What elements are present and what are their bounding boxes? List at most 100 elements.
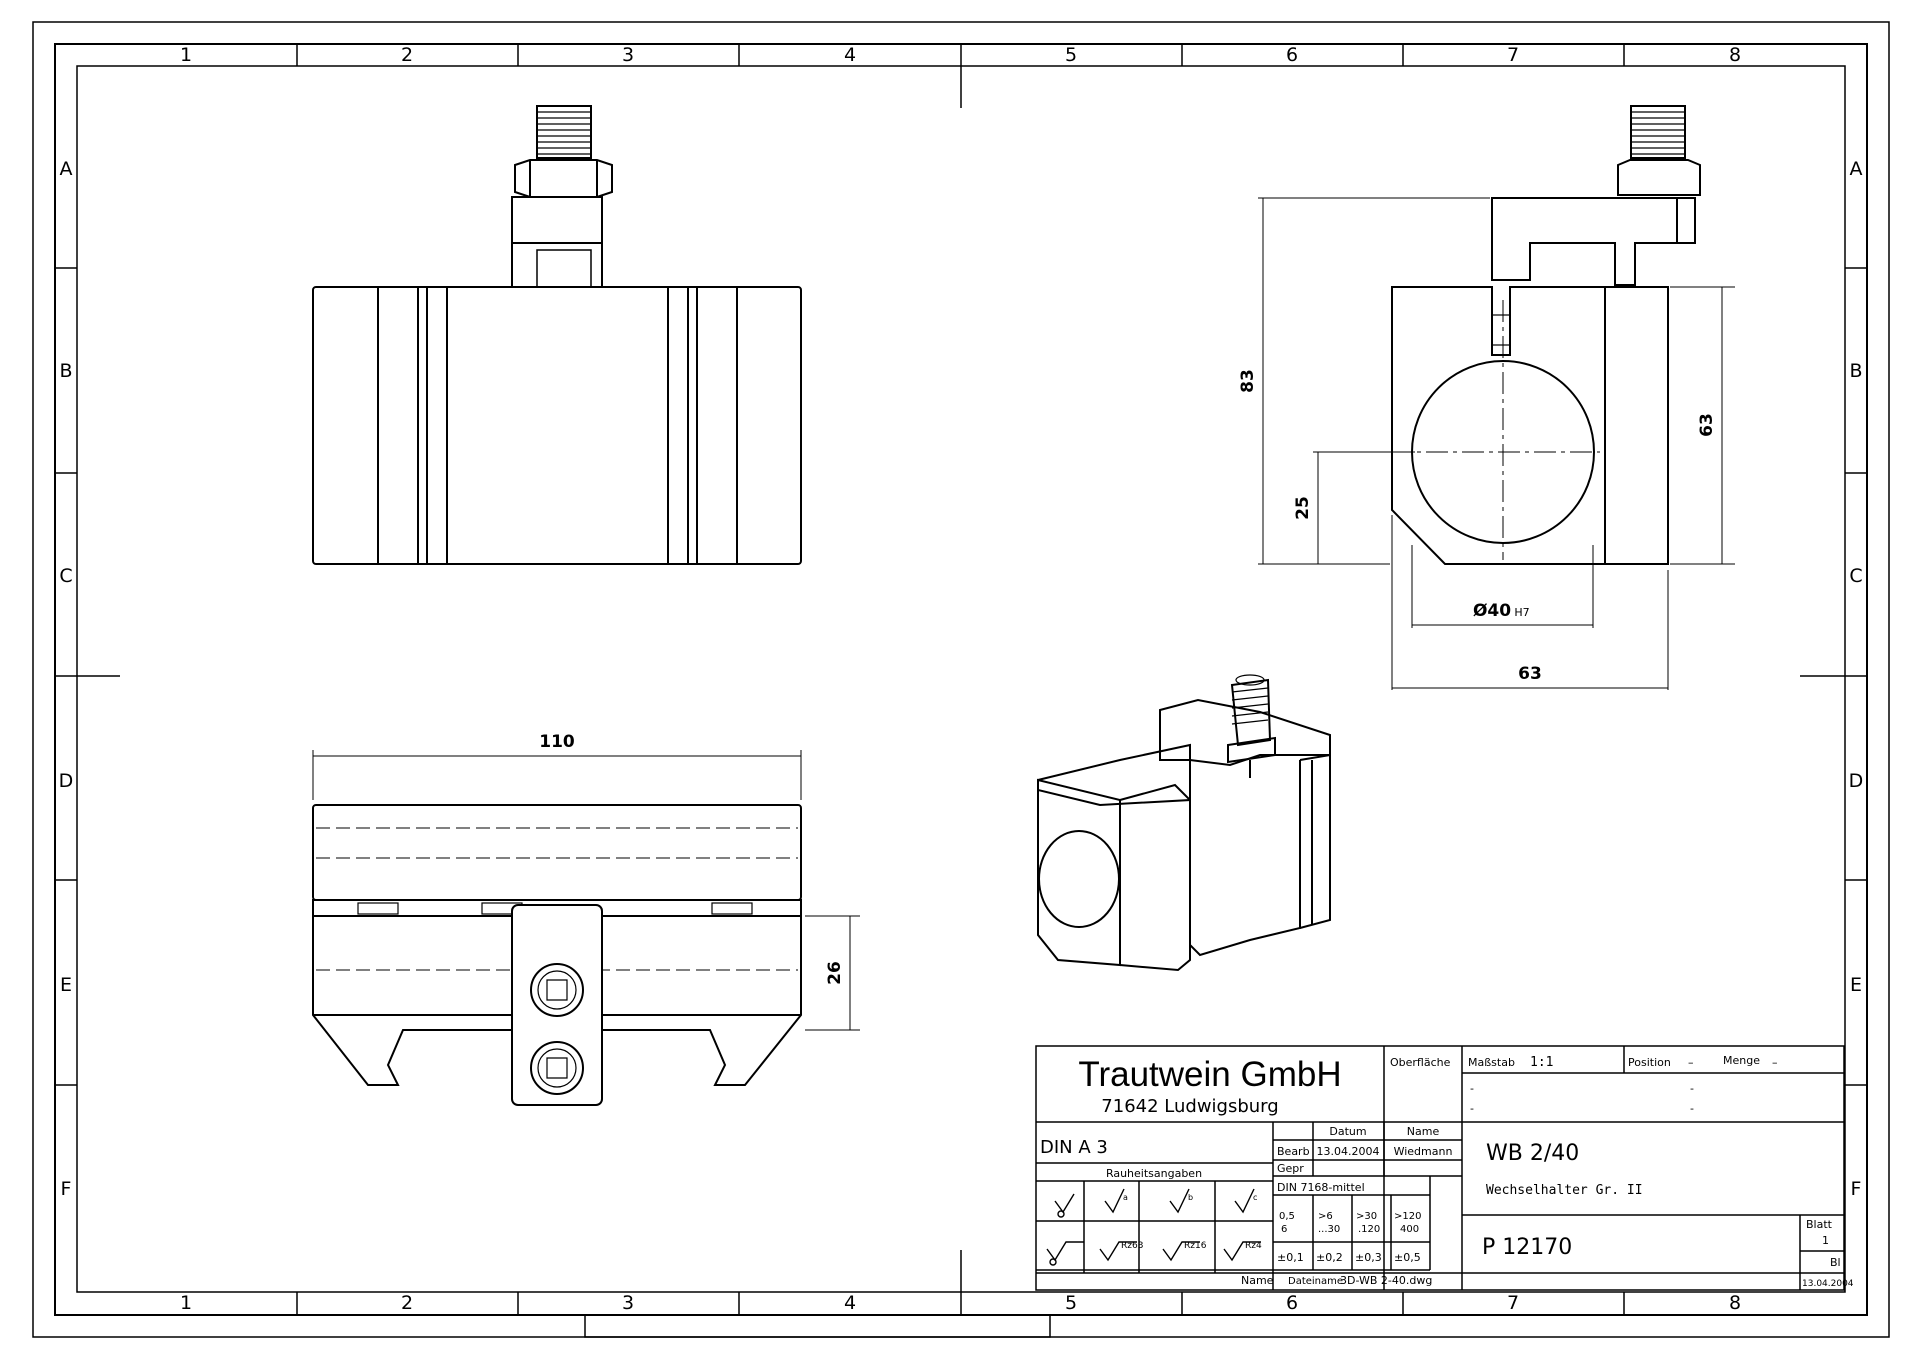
zone-labels-top: 1 2 3 4 5 6 7 8: [180, 44, 1741, 66]
zone-bottom-7: 7: [1507, 1292, 1519, 1314]
tol-range-3b: .120: [1358, 1224, 1380, 1235]
part-description: Wechselhalter Gr. II: [1486, 1183, 1643, 1198]
rz16: Rz16: [1184, 1241, 1207, 1251]
bottom-tab: [584, 1314, 1051, 1338]
isometric-view: [1037, 674, 1331, 972]
tol-range-1a: 0,5: [1279, 1211, 1295, 1222]
zone-dividers: [55, 44, 1867, 1315]
sheets-label: Bl: [1830, 1256, 1841, 1269]
zone-top-5: 5: [1065, 44, 1077, 66]
zone-bottom-8: 8: [1729, 1292, 1741, 1314]
gepr-label: Gepr: [1277, 1162, 1304, 1175]
scale-value: 1:1: [1530, 1055, 1553, 1070]
zone-bottom-2: 2: [401, 1292, 413, 1314]
outer-border: [32, 21, 1890, 1338]
company-address: 71642 Ludwigsburg: [1101, 1096, 1278, 1117]
tol-range-4b: 400: [1400, 1224, 1419, 1235]
tol-range-2b: ...30: [1318, 1224, 1340, 1235]
zone-right-d: D: [1849, 770, 1864, 792]
zone-right-f: F: [1851, 1178, 1862, 1200]
position-value: –: [1688, 1056, 1694, 1069]
scale-label: Maßstab: [1468, 1056, 1515, 1069]
top-view: [312, 804, 802, 1106]
dim-83-label: 83: [1238, 369, 1258, 393]
tol-value-1: ±0,1: [1277, 1251, 1304, 1264]
zone-left-f: F: [61, 1178, 72, 1200]
dim-26-label: 26: [825, 961, 845, 985]
sheet-label: Blatt: [1806, 1218, 1833, 1231]
zone-bottom-4: 4: [844, 1292, 856, 1314]
zone-top-4: 4: [844, 44, 856, 66]
zone-right-b: B: [1849, 360, 1862, 382]
quantity-value: –: [1772, 1056, 1778, 1069]
side-view: [1390, 105, 1701, 565]
rz63: Rz63: [1121, 1241, 1143, 1251]
zone-bottom-1: 1: [180, 1292, 192, 1314]
company-name: Trautwein GmbH: [1078, 1055, 1341, 1094]
filename-label: Dateiname: [1288, 1276, 1343, 1287]
drawing-frame: [76, 65, 1846, 1293]
dash-1: -: [1470, 1082, 1474, 1095]
zone-right-c: C: [1849, 565, 1862, 587]
part-code: WB 2/40: [1486, 1141, 1579, 1166]
dash-4: -: [1690, 1102, 1694, 1115]
tol-range-1b: 6: [1281, 1224, 1287, 1235]
filename: 3D-WB 2-40.dwg: [1340, 1274, 1432, 1287]
zone-top-1: 1: [180, 44, 192, 66]
sym-b: b: [1188, 1193, 1193, 1202]
sym-a: a: [1123, 1193, 1128, 1202]
zone-top-2: 2: [401, 44, 413, 66]
tol-range-4a: >120: [1394, 1211, 1421, 1222]
roughness-symbols: [1046, 1188, 1261, 1266]
bearb-name: Wiedmann: [1394, 1145, 1453, 1158]
dim-110-label: 110: [539, 732, 575, 752]
tol-range-3a: >30: [1356, 1211, 1377, 1222]
roughness-label: Rauheitsangaben: [1106, 1167, 1202, 1180]
tol-range-2a: >6: [1318, 1211, 1333, 1222]
front-view: [312, 105, 802, 565]
zone-right-a: A: [1850, 158, 1863, 180]
dim-63-horizontal-label: 63: [1518, 664, 1542, 684]
quantity-label: Menge: [1723, 1054, 1760, 1067]
top-view-dimensions: [312, 750, 860, 1031]
bearb-label: Bearb: [1277, 1145, 1310, 1158]
title-block: [1035, 1045, 1845, 1291]
dim-25-label: 25: [1293, 496, 1313, 520]
sym-c: c: [1253, 1193, 1257, 1202]
bearb-date: 13.04.2004: [1317, 1145, 1380, 1158]
zone-left-a: A: [60, 158, 73, 180]
zone-bottom-5: 5: [1065, 1292, 1077, 1314]
zone-bottom-3: 3: [622, 1292, 634, 1314]
zone-left-c: C: [59, 565, 72, 587]
sheet-number: 1: [1822, 1234, 1829, 1247]
zone-frame: [54, 43, 1868, 1316]
surface-label: Oberfläche: [1390, 1056, 1451, 1069]
zone-bottom-6: 6: [1286, 1292, 1298, 1314]
paper-format: DIN A 3: [1040, 1137, 1108, 1158]
zone-top-3: 3: [622, 44, 634, 66]
drawing-number: P 12170: [1482, 1235, 1572, 1260]
dash-3: -: [1690, 1082, 1694, 1095]
zone-right-e: E: [1850, 974, 1862, 996]
dim-dia-tolerance: H7: [1514, 606, 1529, 619]
zone-left-d: D: [59, 770, 74, 792]
date-header: Datum: [1329, 1125, 1366, 1138]
side-view-dimensions: [1258, 197, 1735, 690]
tol-value-2: ±0,2: [1316, 1251, 1343, 1264]
zone-top-8: 8: [1729, 44, 1741, 66]
zone-labels-right: A B C D E F: [1849, 158, 1864, 1200]
tol-value-4: ±0,5: [1394, 1251, 1421, 1264]
rz4: Rz4: [1245, 1241, 1262, 1251]
din-tolerance: DIN 7168-mittel: [1277, 1181, 1365, 1194]
zone-left-e: E: [60, 974, 72, 996]
zone-top-6: 6: [1286, 44, 1298, 66]
zone-labels-left: A B C D E F: [59, 158, 74, 1200]
dim-63-vertical-label: 63: [1697, 413, 1717, 437]
name-label: Name: [1241, 1274, 1274, 1287]
zone-labels-bottom: 1 2 3 4 5 6 7 8: [180, 1292, 1741, 1314]
name-header: Name: [1407, 1125, 1440, 1138]
zone-top-7: 7: [1507, 44, 1519, 66]
zone-left-b: B: [59, 360, 72, 382]
footer-date: 13.04.2004: [1802, 1279, 1854, 1289]
